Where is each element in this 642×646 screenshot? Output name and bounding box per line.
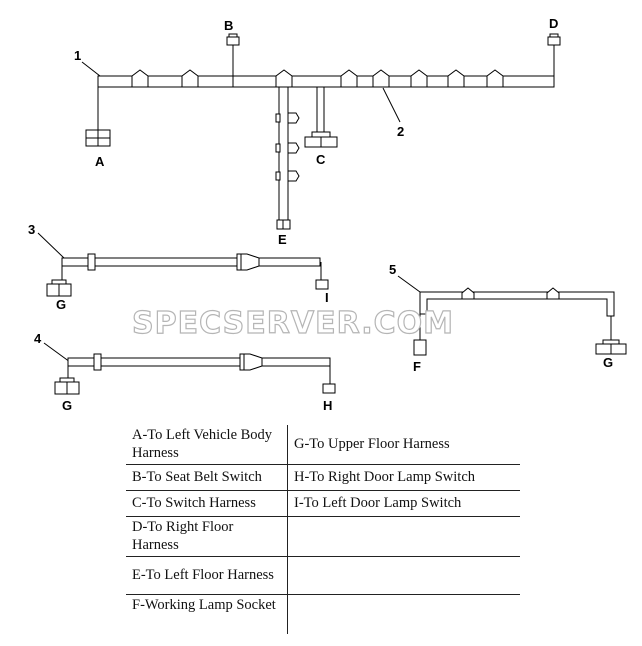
legend-cell-right [287, 516, 520, 557]
label-i: I [325, 290, 329, 305]
legend-cell-left: D-To Right Floor Harness [126, 516, 288, 557]
legend-row: C-To Switch Harness I-To Left Door Lamp … [126, 490, 520, 517]
label-c: C [316, 152, 326, 167]
connector-g-shape-4 [54, 377, 80, 395]
harness-diagram: SPECSERVER.COM 1 2 3 4 5 A B C D E F G G… [28, 16, 627, 413]
connector-d-shape [547, 36, 561, 46]
harness-5 [397, 275, 627, 356]
connector-g-shape-3 [46, 279, 72, 297]
callout-2: 2 [397, 124, 404, 139]
legend-row: D-To Right Floor Harness [126, 516, 520, 557]
label-g-harness-5: G [603, 355, 613, 370]
legend-cell-left: B-To Seat Belt Switch [126, 464, 288, 491]
callout-3: 3 [28, 222, 35, 237]
label-f: F [413, 359, 421, 374]
harness-4 [43, 342, 336, 395]
legend-row: F-Working Lamp Socket [126, 594, 520, 634]
legend-cell-right [287, 594, 520, 634]
connector-g-shape-5 [595, 339, 627, 355]
connector-c-shape [304, 131, 338, 148]
connector-a-shape [85, 129, 111, 147]
legend-cell-right: I-To Left Door Lamp Switch [287, 490, 520, 517]
legend-cell-left: E-To Left Floor Harness [126, 556, 288, 595]
legend-cell-left: F-Working Lamp Socket [132, 597, 276, 613]
legend-row: A-To Left Vehicle Body Harness G-To Uppe… [126, 425, 520, 465]
label-h: H [323, 398, 332, 413]
connector-h-shape [322, 383, 336, 394]
harness-3 [37, 232, 329, 297]
label-a: A [95, 154, 105, 169]
trunk-clips [131, 69, 504, 88]
legend-row: B-To Seat Belt Switch H-To Right Door La… [126, 464, 520, 491]
connector-f-shape [413, 339, 427, 356]
legend-cell-right: G-To Upper Floor Harness [294, 436, 450, 452]
label-b: B [224, 18, 233, 33]
watermark: SPECSERVER.COM [132, 306, 454, 341]
label-d: D [549, 16, 558, 31]
callout-4: 4 [34, 331, 42, 346]
legend-cell-right: H-To Right Door Lamp Switch [287, 464, 520, 491]
legend-table: A-To Left Vehicle Body Harness G-To Uppe… [126, 425, 520, 634]
legend-cell-left: A-To Left Vehicle Body Harness [126, 425, 288, 465]
legend-row: E-To Left Floor Harness [126, 556, 520, 595]
callout-5: 5 [389, 262, 396, 277]
label-g-harness-3: G [56, 297, 66, 312]
harness-1 [81, 33, 561, 230]
connector-i-shape [315, 279, 329, 290]
callout-1: 1 [74, 48, 81, 63]
legend-cell-left: C-To Switch Harness [126, 490, 288, 517]
label-e: E [278, 232, 287, 247]
connector-b-shape [226, 36, 240, 46]
legend-cell-right [287, 556, 520, 595]
label-g-harness-4: G [62, 398, 72, 413]
